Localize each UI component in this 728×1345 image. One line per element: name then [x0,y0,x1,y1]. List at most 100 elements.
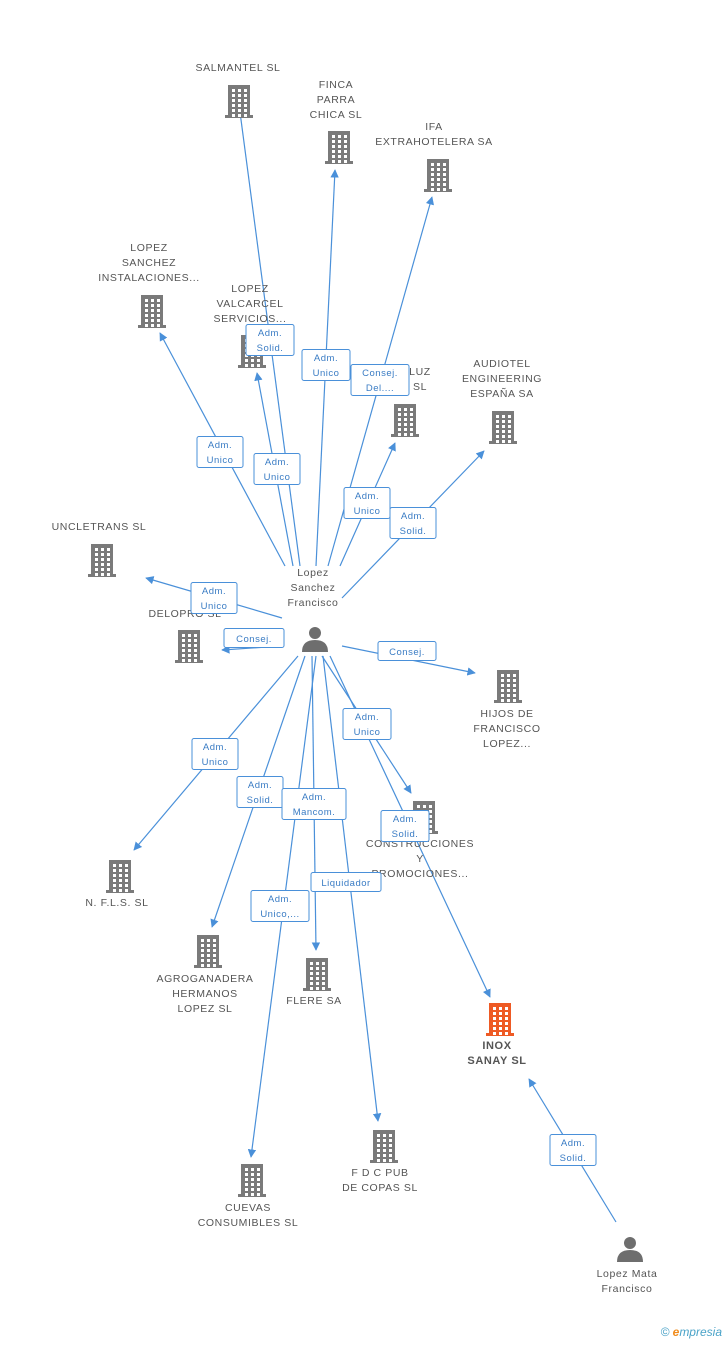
node-uncletrans[interactable]: UNCLETRANS SL [52,521,147,577]
node-flere[interactable]: FLERE SA [286,958,342,1007]
edge-label-delopro[interactable]: Consej. [223,628,285,648]
edge-label-box [380,810,430,842]
edge-label-nfls[interactable]: Adm. Unico [191,738,239,770]
building-icon [194,935,222,968]
edge-label-box [223,628,285,648]
edge-label-lopez_inst[interactable]: Adm. Unico [196,436,244,468]
node-label: AUDIOTEL [473,358,530,370]
node-ifa[interactable]: IFA EXTRAHOTELERA SA [375,121,493,192]
edge-label-agroganadera[interactable]: Adm.Solid. [236,776,284,808]
node-salmantel[interactable]: SALMANTEL SL [195,62,280,118]
edge-label-flere[interactable]: Adm.Mancom. [281,788,347,820]
person-icon [617,1237,643,1262]
edge-label-text: Solid. [392,829,419,840]
edge-label-construcciones[interactable]: Adm.Unico [342,708,392,740]
node-label: LOPEZ [231,283,268,295]
edge-label-text: Adm. [314,353,338,364]
building-icon [303,958,331,991]
building-icon [494,670,522,703]
node-label: N. F.L.S. SL [85,897,148,909]
edge-label-finca[interactable]: Adm. Unico [301,349,351,381]
building-icon [88,544,116,577]
edge-label-box [377,641,437,661]
edge-label-text: Unico [264,472,291,483]
edge-label-ifa[interactable]: Consej.Del.... [350,364,410,396]
edge-label-hijos[interactable]: Consej. [377,641,437,661]
node-label: ESPAÑA SA [470,387,534,400]
edge-label-salmantel[interactable]: Adm.Solid. [245,324,295,356]
edge-label-text: Solid. [400,526,427,537]
edge-label-box [253,453,301,485]
node-nfls[interactable]: N. F.L.S. SL [85,860,148,909]
edge-label-text: Unico,... [260,909,299,920]
node-label: VALCARCEL [216,298,283,310]
edge-label-inox[interactable]: Adm. Solid. [380,810,430,842]
edge-label-box [342,708,392,740]
edge-label-text: Adm. [265,457,289,468]
edge-label-text: Solid. [247,795,274,806]
brand-name: mpresia [679,1325,722,1339]
edge-label-text: Unico [202,757,229,768]
edge-label-uncletrans[interactable]: Adm.Unico [190,582,238,614]
edge-label-text: Solid. [560,1153,587,1164]
node-label: HIJOS DE [480,708,533,720]
node-label: EXTRAHOTELERA SA [375,136,493,148]
building-icon [486,1003,514,1036]
edge-label-text: Del.... [366,383,394,394]
edge-label-box [301,349,351,381]
edge-label-box [245,324,295,356]
building-icon [325,131,353,164]
building-icon [225,85,253,118]
edge-label-audiotel[interactable]: Adm.Solid. [389,507,437,539]
edge-label-text: Adm. [203,742,227,753]
edge-label-text: Adm. [355,491,379,502]
edge-label-text: Adm. [258,328,282,339]
node-label: AGROGANADERA [156,973,253,985]
edge-label-text: Adm. [302,792,326,803]
edge-label-box [281,788,347,820]
node-label: SL [413,381,427,393]
brand-initial: e [672,1325,680,1339]
edge-label-box [343,487,391,519]
empresia-logo[interactable]: ©empresia [661,1325,722,1339]
edge-label-text: Unico [313,368,340,379]
edge-label-inox[interactable]: Adm.Solid. [549,1134,597,1166]
edge-label-text: Unico [207,455,234,466]
node-label: SERVICIOS... [214,313,287,325]
node-label: UNCLETRANS SL [52,521,147,533]
node-label: ENGINEERING [462,373,542,385]
building-icon [138,295,166,328]
edge-label-cuevas[interactable]: Adm.Unico,... [250,890,310,922]
node-label: INSTALACIONES... [98,272,200,284]
node-label: IFA [425,121,443,133]
edge-label-text: Unico [354,727,381,738]
node-lopez_inst[interactable]: LOPEZSANCHEZINSTALACIONES... [98,242,200,328]
node-delopro[interactable]: DELOPRO SL [148,608,221,663]
node-audiotel[interactable]: AUDIOTEL ENGINEERING ESPAÑA SA [462,358,542,444]
node-label: FINCA [319,79,354,91]
edge-label-text: Adm. [393,814,417,825]
node-label: SANAY SL [467,1055,526,1067]
edge-label-box [389,507,437,539]
edge-label-lopez_valc[interactable]: Adm. Unico [253,453,301,485]
edge-label-fdc[interactable]: Liquidador [310,872,382,892]
copyright-symbol: © [660,1325,670,1339]
edge-label-text: Adm. [208,440,232,451]
node-label: CUEVAS [225,1202,271,1214]
edge-label-text: Unico [201,601,228,612]
node-label: LOPEZ SL [178,1003,233,1015]
node-label: DE COPAS SL [342,1182,418,1194]
edge-label-luz[interactable]: Adm.Unico [343,487,391,519]
node-hijos[interactable]: HIJOS DEFRANCISCOLOPEZ... [473,670,540,750]
person-icon [302,627,328,652]
